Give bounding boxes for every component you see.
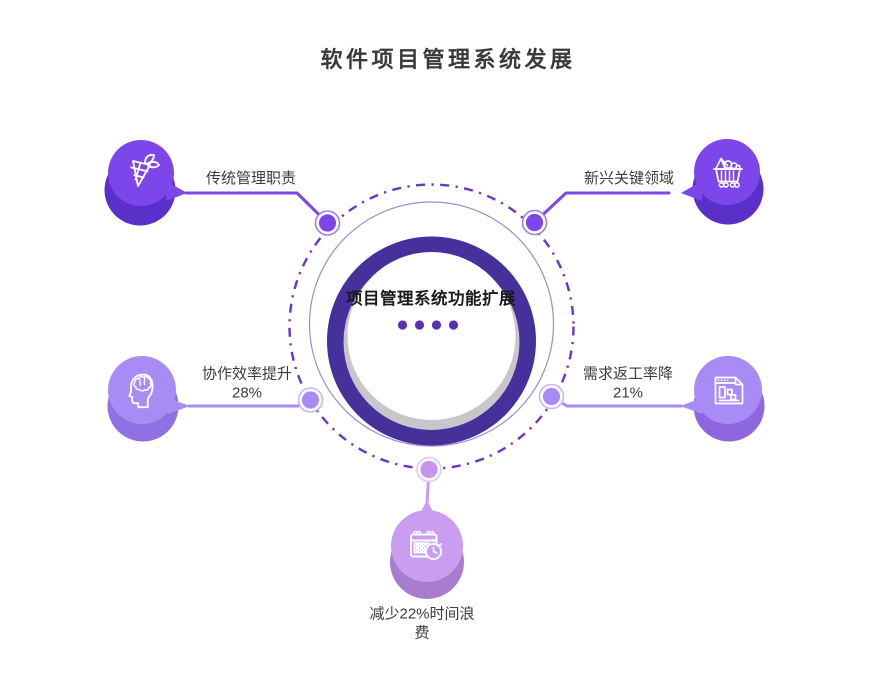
bubble-bottom [390, 500, 464, 599]
orbit-node-top-left [314, 210, 341, 236]
zongzi-dumpling-icon [130, 153, 160, 187]
center-circle-label: 项目管理系统功能扩展 [346, 290, 516, 308]
head-brain-icon [128, 373, 154, 409]
page-title: 软件项目管理系统发展 [320, 47, 576, 72]
orbit-node-top-right [521, 209, 548, 236]
center-dots [397, 320, 459, 330]
label-bottom: 减少22%时间浪 费 [369, 606, 474, 643]
orbit-node-middle-left [297, 387, 324, 413]
label-top-left: 传统管理职责 [206, 170, 296, 189]
orbit-node-middle-right [538, 383, 565, 410]
bubble-middle-left [107, 356, 190, 442]
label-line: 协作效率提升 [201, 365, 293, 383]
chart-report-icon [714, 376, 744, 405]
label-line: 21% [612, 384, 644, 401]
bubble-top-left [104, 140, 187, 226]
calendar-clock-icon [410, 530, 443, 561]
bubble-middle-right [680, 356, 765, 442]
inner-thin-ring [308, 201, 555, 447]
orbit-node-bottom [416, 456, 442, 483]
center-sphere [327, 236, 536, 446]
label-line: 费 [414, 624, 430, 641]
branch-top-right-connector [533, 191, 671, 224]
bubble-top-right [681, 139, 764, 225]
label-line: 新兴关键领域 [583, 169, 675, 187]
label-middle-left: 协作效率提升 28% [202, 366, 292, 403]
label-line: 传统管理职责 [205, 169, 297, 187]
label-top-right: 新兴关键领域 [584, 170, 674, 189]
label-line: 28% [231, 384, 263, 401]
branch-top-left-connector [184, 191, 329, 225]
label-line: 需求返工率降 [582, 365, 674, 383]
label-middle-right: 需求返工率降 21% [583, 366, 673, 403]
label-line: 减少22%时间浪 [369, 605, 475, 623]
mine-cart-icon [713, 157, 743, 188]
